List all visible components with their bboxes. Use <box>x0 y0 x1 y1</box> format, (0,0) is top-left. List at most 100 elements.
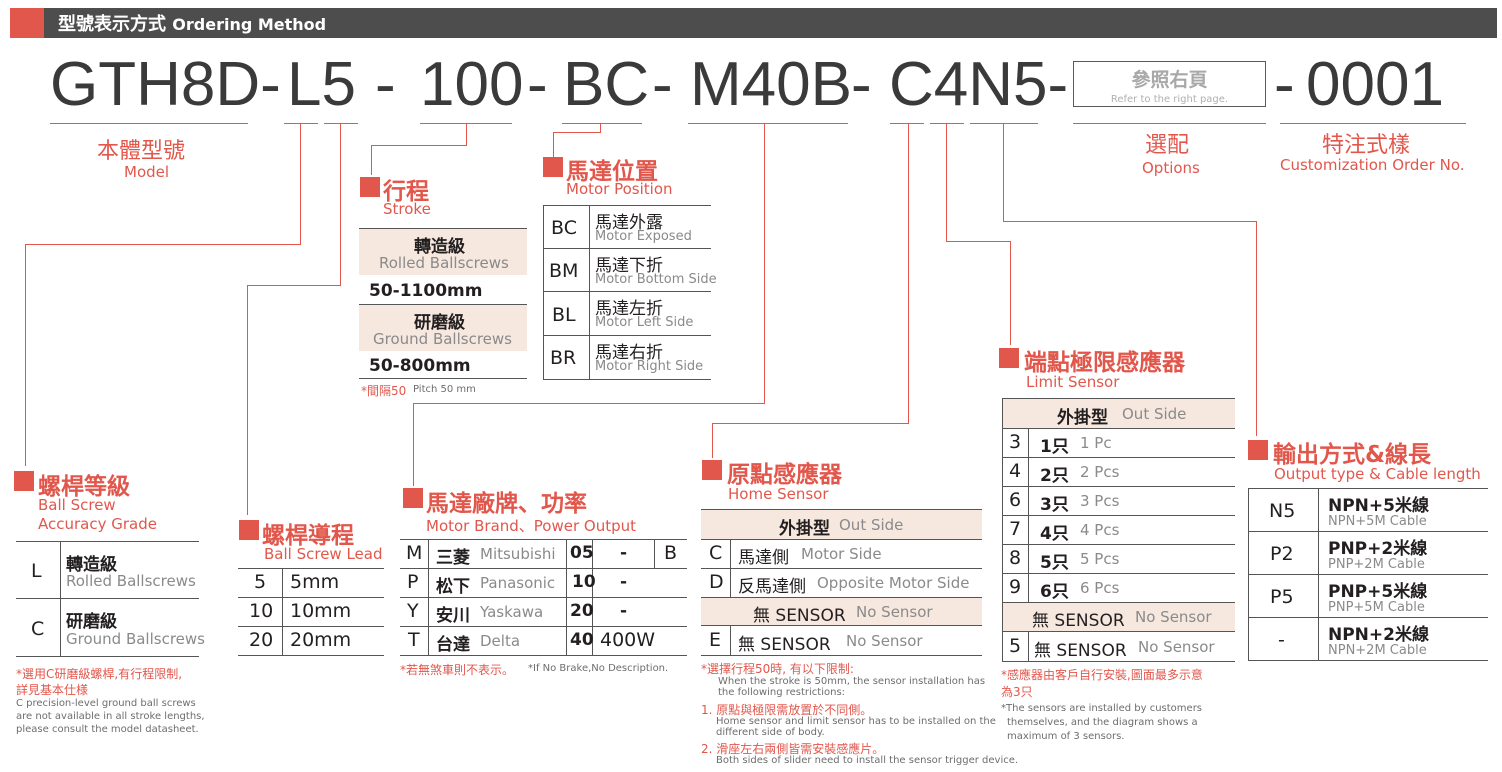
limit-en-6: 3 Pcs <box>1080 492 1120 510</box>
output-code-dash: - <box>1278 629 1285 651</box>
brand-cn-m: 三菱 <box>436 548 470 568</box>
connector-output-v2 <box>1256 221 1257 436</box>
output-marker <box>1248 440 1268 460</box>
accuracy-code-c: C <box>31 618 45 640</box>
brand-title-en: Motor Brand、Power Output <box>426 517 637 535</box>
limit-cn-8: 5只 <box>1040 553 1069 573</box>
home-note-en0a: When the stroke is 50mm, the sensor inst… <box>718 676 986 687</box>
limit-en-4: 2 Pcs <box>1080 463 1120 481</box>
brand-val-400w: 400W <box>600 629 656 651</box>
limit-code-6: 6 <box>1009 489 1022 511</box>
home-code-e: E <box>709 629 722 651</box>
limit-none-en: No Sensor <box>1135 608 1212 626</box>
brand-power-40: 40 <box>570 630 594 650</box>
connector-accuracy-h <box>25 244 301 245</box>
home-en-c: Motor Side <box>801 545 882 563</box>
accuracy-code-l: L <box>31 560 42 582</box>
home-e-cn: 無 SENSOR <box>738 635 831 655</box>
limit-cn-6: 3只 <box>1040 495 1069 515</box>
brand-code-y: Y <box>407 600 419 622</box>
accuracy-title-cn: 螺桿等級 <box>38 474 130 500</box>
header-bar <box>10 8 1497 38</box>
stroke-title-en: Stroke <box>383 200 431 218</box>
brand-val-10: - <box>620 572 628 592</box>
limit-code-5: 5 <box>1009 635 1022 657</box>
code-accuracy-lead: L5 <box>287 50 356 119</box>
motorpos-en-bc: Motor Exposed <box>595 229 692 244</box>
limit-code-3: 3 <box>1009 431 1022 453</box>
code-dash-2: - <box>527 50 548 119</box>
limit-hdr-cn: 外掛型 <box>1057 408 1108 428</box>
motorpos-en-bl: Motor Left Side <box>595 315 694 330</box>
connector-motorpos-h <box>553 132 601 133</box>
header-title-cn: 型號表示方式 <box>58 14 166 35</box>
brand-val-20: - <box>620 601 628 621</box>
connector-lead-v2 <box>247 285 248 515</box>
options-label-cn: 選配 <box>1145 133 1190 158</box>
accuracy-note-cn1: *選用C研磨級螺桿,有行程限制, <box>16 667 183 681</box>
home-hdr-cn: 外掛型 <box>779 519 830 539</box>
lead-value-10: 10mm <box>290 600 352 622</box>
custom-label-cn: 特注式樣 <box>1322 133 1411 158</box>
model-label-cn: 本體型號 <box>97 139 186 164</box>
brand-code-t: T <box>408 629 420 651</box>
limit-code-7: 7 <box>1009 518 1022 540</box>
brand-brake-b: B <box>664 542 678 564</box>
underline-accuracy <box>284 123 318 124</box>
code-dash-3: - <box>652 50 673 119</box>
home-note-en1a: Home sensor and limit sensor has to be i… <box>716 716 996 727</box>
brand-power-05: 05 <box>570 543 594 563</box>
connector-lead-h <box>247 285 341 286</box>
options-ref-en: Refer to the right page. <box>1110 94 1229 105</box>
home-marker <box>702 460 722 480</box>
stroke-marker <box>360 177 380 197</box>
stroke-note-cn: *間隔50 <box>361 384 407 398</box>
limit-cn-9: 6只 <box>1040 582 1069 602</box>
stroke-ground-en: Ground Ballscrews <box>373 330 512 348</box>
connector-lead-v1 <box>340 123 341 286</box>
output-code-p5: P5 <box>1270 586 1294 608</box>
brand-cn-y: 安川 <box>436 606 470 626</box>
code-motor-brand: M40B <box>690 50 852 119</box>
limit-note-en2: themselves, and the diagram shows a <box>1007 717 1198 728</box>
home-none-en: No Sensor <box>856 603 933 621</box>
motorpos-marker <box>543 157 563 177</box>
accuracy-cn-c: 研磨級 <box>66 612 117 632</box>
limit-cn-7: 4只 <box>1040 524 1069 544</box>
code-dash-5: - <box>1274 50 1295 119</box>
limit-five-en: No Sensor <box>1138 638 1215 656</box>
lead-code-20: 20 <box>249 629 274 651</box>
connector-limit-v2 <box>1010 241 1011 345</box>
home-note-cn0: *選擇行程50時, 有以下限制: <box>701 662 854 676</box>
header-title: 型號表示方式 Ordering Method <box>58 10 326 36</box>
accuracy-note-en1: C precision-level ground ball screws <box>16 698 196 709</box>
limit-marker <box>999 348 1019 368</box>
home-note-en0b: the following restrictions: <box>718 687 846 698</box>
connector-limit-h <box>946 241 1011 242</box>
limit-five-cn: 無 SENSOR <box>1034 641 1127 661</box>
connector-stroke-v2 <box>371 145 372 175</box>
stroke-title-cn: 行程 <box>383 179 429 205</box>
underline-limit-sensor <box>930 123 964 124</box>
code-stroke: 100 <box>420 50 524 119</box>
lead-table: 5 5mm 10 10mm 20 20mm <box>238 568 384 656</box>
home-en-d: Opposite Motor Side <box>817 574 970 592</box>
lead-title-cn: 螺桿導程 <box>262 523 354 549</box>
motorpos-code-br: BR <box>550 347 577 369</box>
stroke-ground-range: 50-800mm <box>369 356 471 376</box>
accuracy-cn-l: 轉造級 <box>66 555 117 575</box>
output-table: N5 NPN+5米線 NPN+5M Cable P2 PNP+2米線 PNP+2… <box>1248 488 1488 661</box>
lead-title-en: Ball Screw Lead <box>264 545 383 563</box>
limit-code-4: 4 <box>1009 460 1022 482</box>
brand-table: M 三菱 Mitsubishi 05 - B P 松下 Panasonic 10… <box>400 539 687 656</box>
connector-motorpos-v2 <box>553 132 554 157</box>
output-en-p5: PNP+5M Cable <box>1328 600 1425 615</box>
limit-en-8: 5 Pcs <box>1080 550 1120 568</box>
connector-accuracy-v1 <box>300 123 301 245</box>
motorpos-en-bm: Motor Bottom Side <box>595 272 717 287</box>
home-code-d: D <box>709 571 724 593</box>
motorpos-cn-bl: 馬達左折 <box>595 299 663 319</box>
underline-home-sensor <box>890 123 924 124</box>
connector-accuracy-v2 <box>25 244 26 466</box>
home-note-cn1: 1. 原點與極限需放置於不同側。 <box>701 703 873 717</box>
